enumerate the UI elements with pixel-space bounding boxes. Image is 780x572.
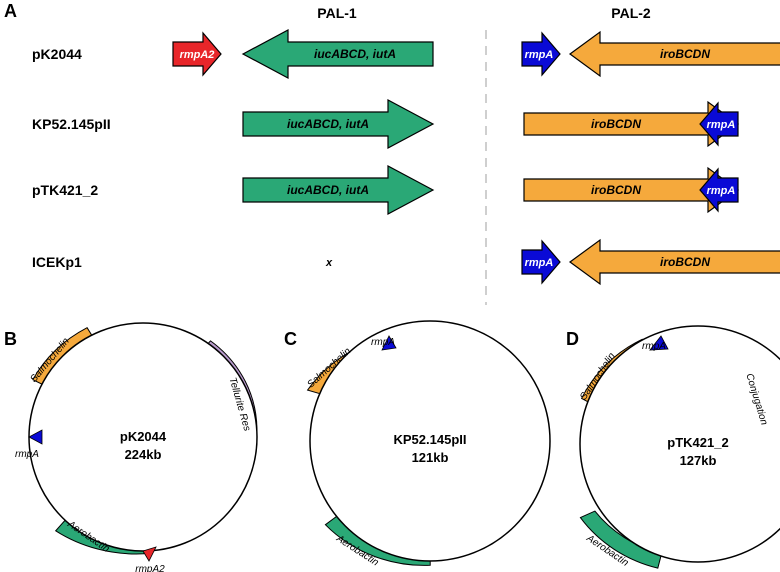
pal1-title: PAL-1 [317,5,357,21]
rmpa-gene-arrow: rmpA [699,102,739,146]
plasmid-size: 127kb [680,453,717,468]
plasmid-map-ptk421-2: pTK421_2 127kb Salmochelin rmpA Conjugat… [578,325,780,569]
plasmid-name: pK2044 [120,429,167,444]
row-label: pTK421_2 [32,182,98,198]
iuc-gene-arrow: iucABCD, iutA [242,165,434,215]
panel-label-b: B [4,329,17,349]
iro-gene-label: iroBCDN [660,255,710,269]
plasmid-backbone [579,325,780,563]
iuc-gene-arrow: iucABCD, iutA [242,99,434,149]
rmpa-gene-arrow: rmpA [699,168,739,212]
iuc-gene-label: iucABCD, iutA [314,47,396,61]
plasmid-name: KP52.145pII [394,432,467,447]
plasmid-size: 121kb [412,450,449,465]
iuc-gene-label: iucABCD, iutA [287,117,369,131]
rmpa2-gene-label: rmpA2 [180,49,215,61]
absent-marker: x [325,257,333,269]
iro-gene-arrow: iroBCDN [523,167,739,213]
rmpa-gene-arrow: rmpA [521,240,561,284]
row-ptk421-2: pTK421_2 iucABCD, iutA iroBCDN rmpA [32,165,739,215]
plasmid-backbone [309,320,551,562]
row-icekp1: ICEKp1 x rmpA iroBCDN [32,239,780,285]
rmpa-gene-label: rmpA [525,49,554,61]
row-label: ICEKp1 [32,254,82,270]
plasmid-map-kp52-145pii: KP52.145pII 121kb Salmochelin rmpA Aerob… [305,320,551,569]
iro-gene-arrow: iroBCDN [523,101,739,147]
plasmid-name: pTK421_2 [667,435,728,450]
plasmid-map-pk2044: pK2044 224kb Salmochelin Tellurite Res r… [15,322,258,572]
iuc-gene-label: iucABCD, iutA [287,183,369,197]
row-label: pK2044 [32,46,82,62]
panel-label-c: C [284,329,297,349]
rmpa-gene-label: rmpA [707,185,736,197]
rmpa-gene-arrow: rmpA [521,32,561,76]
rmpa2-marker [142,546,157,562]
pal2-title: PAL-2 [611,5,651,21]
rmpa-gene-label: rmpA [707,119,736,131]
rmpa2-gene-arrow: rmpA2 [172,32,222,76]
iro-gene-label: iroBCDN [591,183,641,197]
rmpa-label: rmpA [642,341,666,352]
row-kp52-145pii: KP52.145pII iucABCD, iutA iroBCDN rmpA [32,99,739,149]
iro-gene-arrow: iroBCDN [569,31,780,77]
row-pk2044: pK2044 rmpA2 iucABCD, iutA rmpA iroBCDN [32,29,780,79]
iro-gene-label: iroBCDN [591,117,641,131]
row-label: KP52.145pII [32,116,111,132]
iro-gene-label: iroBCDN [660,47,710,61]
rmpa-marker [381,335,397,351]
plasmid-size: 224kb [125,447,162,462]
rmpa-label: rmpA [15,449,39,460]
rmpa-gene-label: rmpA [525,257,554,269]
rmpa2-label: rmpA2 [135,564,165,572]
rmpa-marker [28,429,43,445]
panel-label-d: D [566,329,579,349]
rmpa-marker [649,335,669,351]
rmpa-label: rmpA [371,337,395,348]
panel-label-a: A [4,1,17,21]
iuc-gene-arrow: iucABCD, iutA [242,29,434,79]
iro-gene-arrow: iroBCDN [569,239,780,285]
